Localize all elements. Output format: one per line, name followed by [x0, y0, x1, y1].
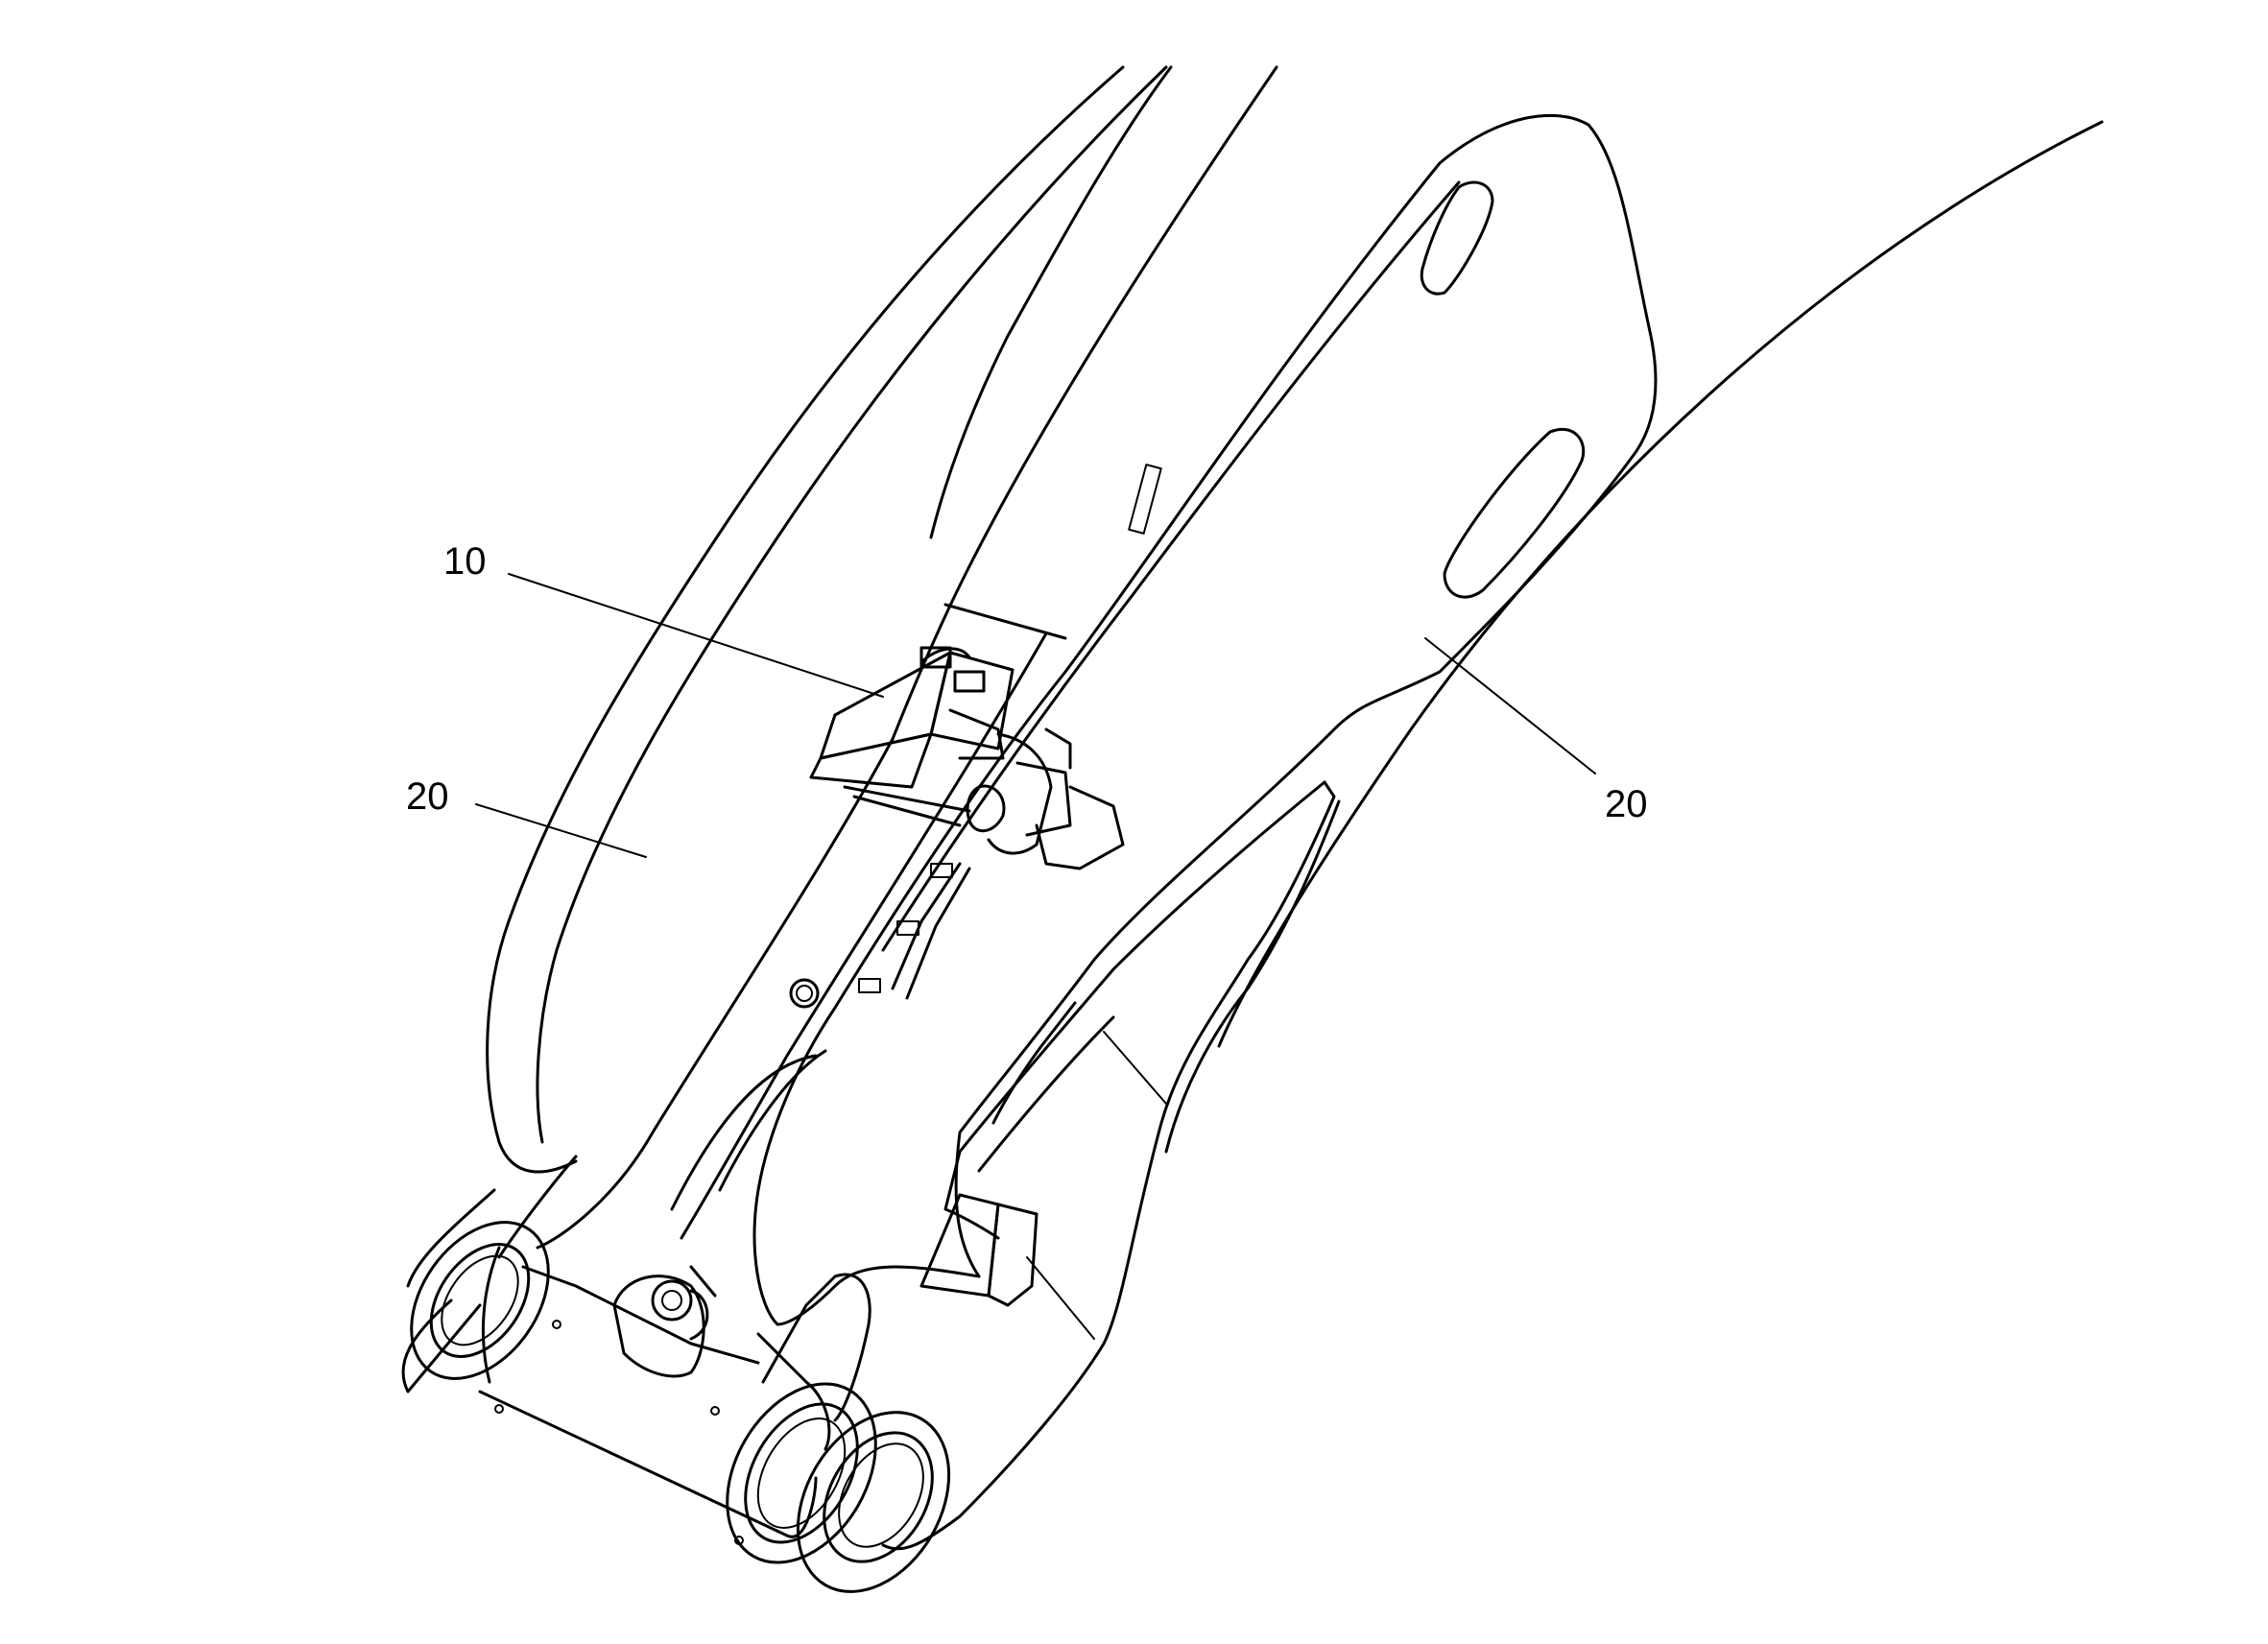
callout-20-right: 20 [1605, 783, 1648, 825]
right-side-plate [752, 113, 1658, 1326]
callout-10: 10 [443, 540, 487, 583]
leader-20-right [1424, 637, 1596, 774]
left-side-plate [486, 65, 1278, 1174]
boom-outer-curve [1217, 120, 2104, 1048]
centre-web [536, 603, 1067, 1250]
leader-20-left [475, 803, 647, 858]
lower-slot [1443, 427, 1586, 599]
lower-right-lug [881, 780, 1341, 1551]
right-pivot-boss [726, 1273, 951, 1593]
leader-10 [508, 573, 884, 698]
upper-slot [1420, 180, 1494, 296]
pivot-tube [401, 1155, 831, 1545]
callout-20-left: 20 [406, 775, 449, 818]
bracket-assembly [809, 464, 1162, 1000]
